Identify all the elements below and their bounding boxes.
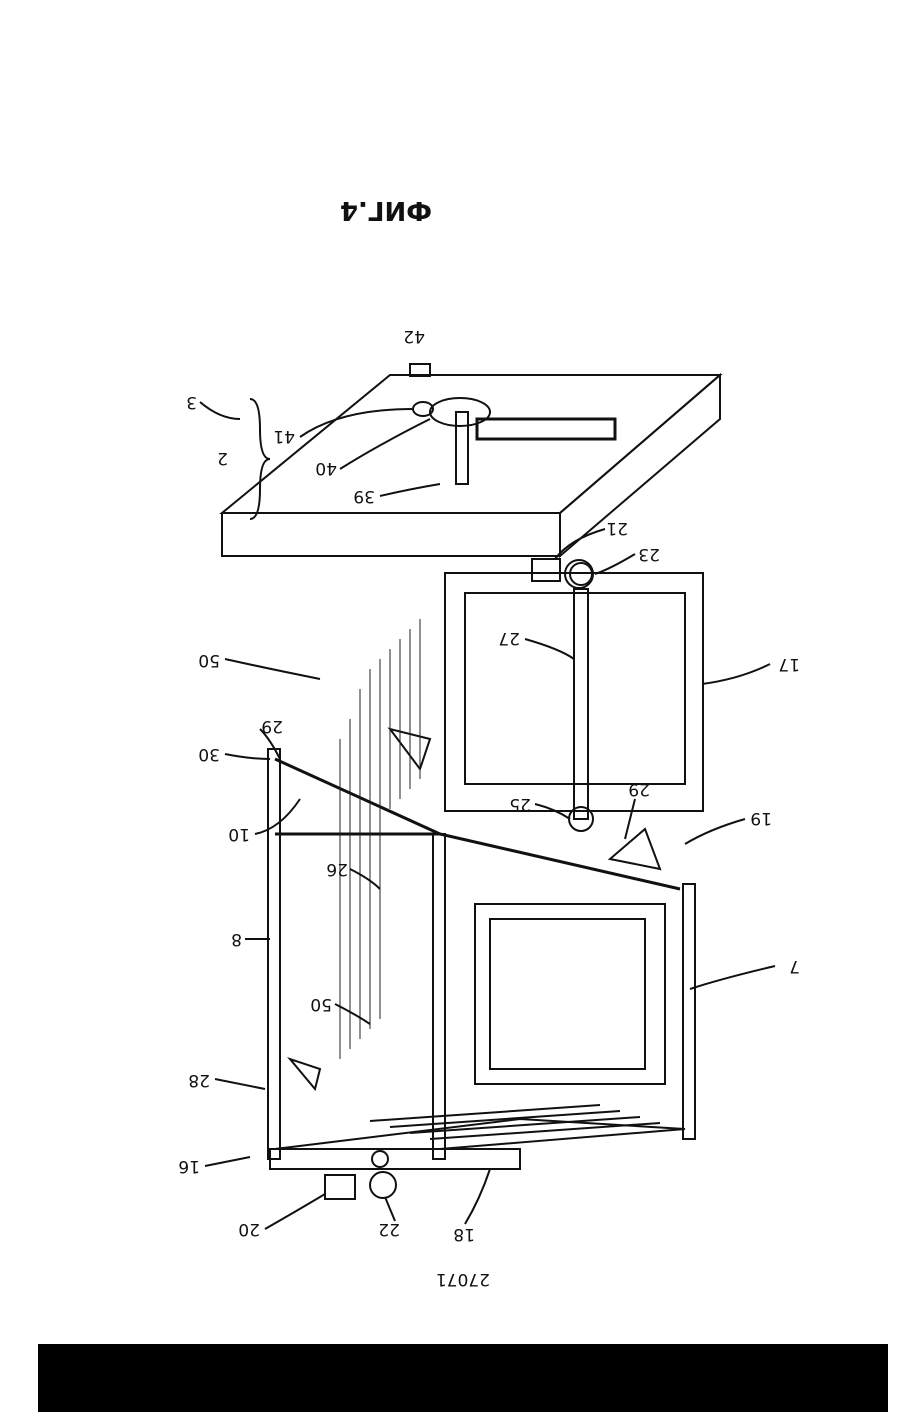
label-23: 23 <box>638 544 660 564</box>
label-18: 18 <box>453 1224 475 1244</box>
post-center <box>433 834 445 1159</box>
leader-16 <box>205 1157 250 1166</box>
leader-28 <box>215 1079 265 1089</box>
label-26: 26 <box>326 859 348 879</box>
label-28: 28 <box>188 1070 210 1090</box>
shaft-39 <box>456 412 468 484</box>
leader-20 <box>265 1194 325 1229</box>
label-2: 2 <box>217 448 228 468</box>
label-10: 10 <box>228 824 250 844</box>
leader-18 <box>465 1169 490 1224</box>
housing-unit-3 <box>222 364 720 556</box>
leader-7 <box>690 966 775 989</box>
label-3: 3 <box>186 392 197 412</box>
label-29-lower: 29 <box>628 779 650 799</box>
beam-10 <box>275 759 440 834</box>
brace-2 <box>250 399 270 519</box>
leader-22 <box>385 1197 395 1221</box>
front-window-outer <box>475 904 665 1084</box>
lid-panel-17 <box>445 559 703 831</box>
document-number: 27071 <box>436 1269 490 1289</box>
wheel-22 <box>370 1172 396 1198</box>
leader-lines <box>200 402 775 1229</box>
floor-slat <box>370 1105 600 1121</box>
label-21: 21 <box>606 518 628 538</box>
label-39: 39 <box>353 486 375 506</box>
leader-27 <box>525 639 574 659</box>
motor-20 <box>325 1175 355 1199</box>
housing-front-face <box>560 375 720 556</box>
post-7 <box>683 884 695 1139</box>
hatched-region-50 <box>340 619 420 1059</box>
leader-39 <box>380 484 440 496</box>
bracket-29-right <box>610 829 660 869</box>
rail-hole <box>372 1151 388 1167</box>
rail-18 <box>270 1149 520 1169</box>
label-17: 17 <box>778 654 800 674</box>
leader-50-upper <box>225 659 320 679</box>
label-22: 22 <box>378 1219 400 1239</box>
leader-10 <box>255 799 300 834</box>
motor-21 <box>532 559 560 581</box>
beam-front <box>440 834 680 889</box>
label-25: 25 <box>509 794 531 814</box>
post-8 <box>268 749 280 1159</box>
leader-41 <box>300 409 413 437</box>
main-frame <box>268 619 695 1199</box>
label-50-lower: 50 <box>310 994 332 1014</box>
leader-19 <box>685 819 745 844</box>
label-30: 30 <box>198 744 220 764</box>
leader-29-lower <box>625 799 635 839</box>
label-42: 42 <box>403 326 425 346</box>
label-16: 16 <box>178 1156 200 1176</box>
leader-26 <box>350 869 380 889</box>
label-8: 8 <box>231 929 242 949</box>
label-41: 41 <box>273 426 295 446</box>
figure-caption: ФИГ.4 <box>340 195 432 225</box>
front-window-inner <box>490 919 645 1069</box>
leader-3 <box>200 402 240 419</box>
leader-23 <box>595 554 635 574</box>
leader-40 <box>340 419 430 469</box>
housing-side-face <box>222 513 560 556</box>
leader-17 <box>702 664 770 684</box>
label-19: 19 <box>750 808 772 828</box>
label-27: 27 <box>498 628 520 648</box>
label-20: 20 <box>238 1219 260 1239</box>
scan-black-bar <box>38 1344 888 1412</box>
housing-slot <box>477 419 615 439</box>
label-7: 7 <box>789 956 800 976</box>
housing-top-face <box>222 375 720 513</box>
leader-30 <box>225 754 270 759</box>
bracket-28 <box>290 1059 320 1089</box>
floor-grid <box>275 1119 685 1149</box>
label-50-upper: 50 <box>198 650 220 670</box>
label-40: 40 <box>315 458 337 478</box>
floor-slat <box>390 1111 620 1127</box>
